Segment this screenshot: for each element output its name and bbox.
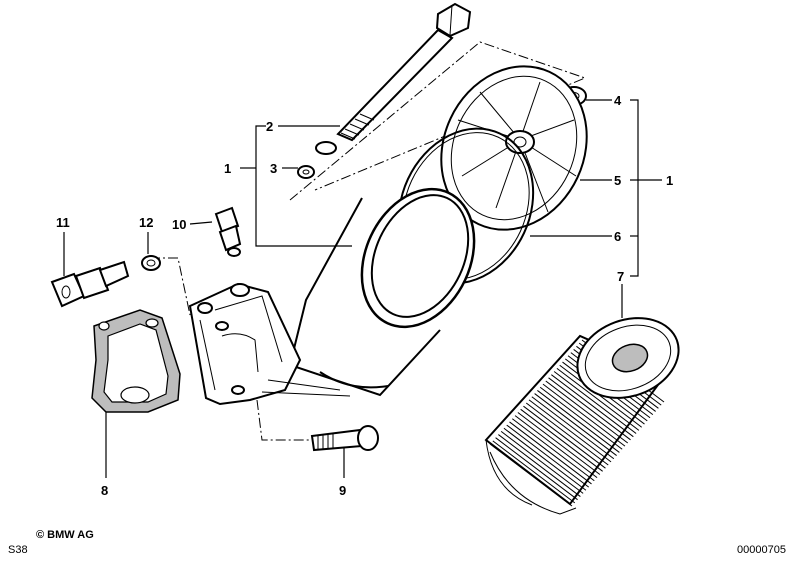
filter-pleat xyxy=(503,427,587,491)
filter-pleat xyxy=(531,396,615,460)
label-7: 7 xyxy=(617,269,624,284)
label-5: 5 xyxy=(614,173,621,188)
label-6: 6 xyxy=(614,229,621,244)
leader-lines xyxy=(63,99,662,478)
filter-pleat xyxy=(542,383,626,447)
filter-element-part-7 xyxy=(484,317,680,515)
filter-pleat xyxy=(500,430,584,494)
filter-pleat xyxy=(539,386,623,450)
reference-numbers: 1 2 3 4 5 1 6 7 8 9 10 11 12 xyxy=(56,93,673,498)
label-2: 2 xyxy=(266,119,273,134)
filter-pleat xyxy=(495,437,578,501)
filter-pleat xyxy=(520,408,603,472)
filter-pleat xyxy=(523,405,606,469)
sheet-id: S38 xyxy=(8,544,28,556)
label-8: 8 xyxy=(101,483,108,498)
bolt-part-2 xyxy=(315,2,472,155)
filter-housing xyxy=(188,187,476,406)
sealing-ring-part-12 xyxy=(141,255,161,271)
label-1-right: 1 xyxy=(666,173,673,188)
filter-pleat xyxy=(517,412,601,475)
filter-pleat xyxy=(506,424,590,488)
filter-pleat xyxy=(528,399,612,463)
filter-pleat xyxy=(548,377,631,441)
label-12: 12 xyxy=(139,215,153,230)
filter-pleat xyxy=(512,418,595,482)
copyright-text: © BMW AG xyxy=(36,529,94,541)
gasket-part-8 xyxy=(91,309,181,413)
seal-ring-part-3 xyxy=(297,165,315,179)
footer: © BMW AG S38 00000705 xyxy=(8,529,786,556)
document-number: 00000705 xyxy=(737,544,786,556)
filter-pleat xyxy=(514,415,598,479)
bolt-part-9 xyxy=(310,425,379,452)
label-1-left: 1 xyxy=(224,161,231,176)
sender-unit-part-10 xyxy=(214,206,242,257)
filter-pleat xyxy=(509,421,592,485)
filter-pleat xyxy=(492,440,576,504)
label-11: 11 xyxy=(56,215,70,230)
filter-pleat xyxy=(551,374,634,438)
filter-pleat xyxy=(489,443,573,507)
label-4: 4 xyxy=(614,93,622,108)
sensor-part-11 xyxy=(50,260,130,308)
filter-pleat xyxy=(525,402,609,466)
filter-pleat xyxy=(553,371,637,434)
label-10: 10 xyxy=(172,217,186,232)
filter-pleat xyxy=(534,393,617,456)
label-3: 3 xyxy=(270,161,277,176)
filter-pleat xyxy=(556,367,640,431)
filter-pleat xyxy=(545,380,629,444)
filter-pleat xyxy=(498,434,581,497)
filter-pleat xyxy=(537,390,620,453)
label-9: 9 xyxy=(339,483,346,498)
